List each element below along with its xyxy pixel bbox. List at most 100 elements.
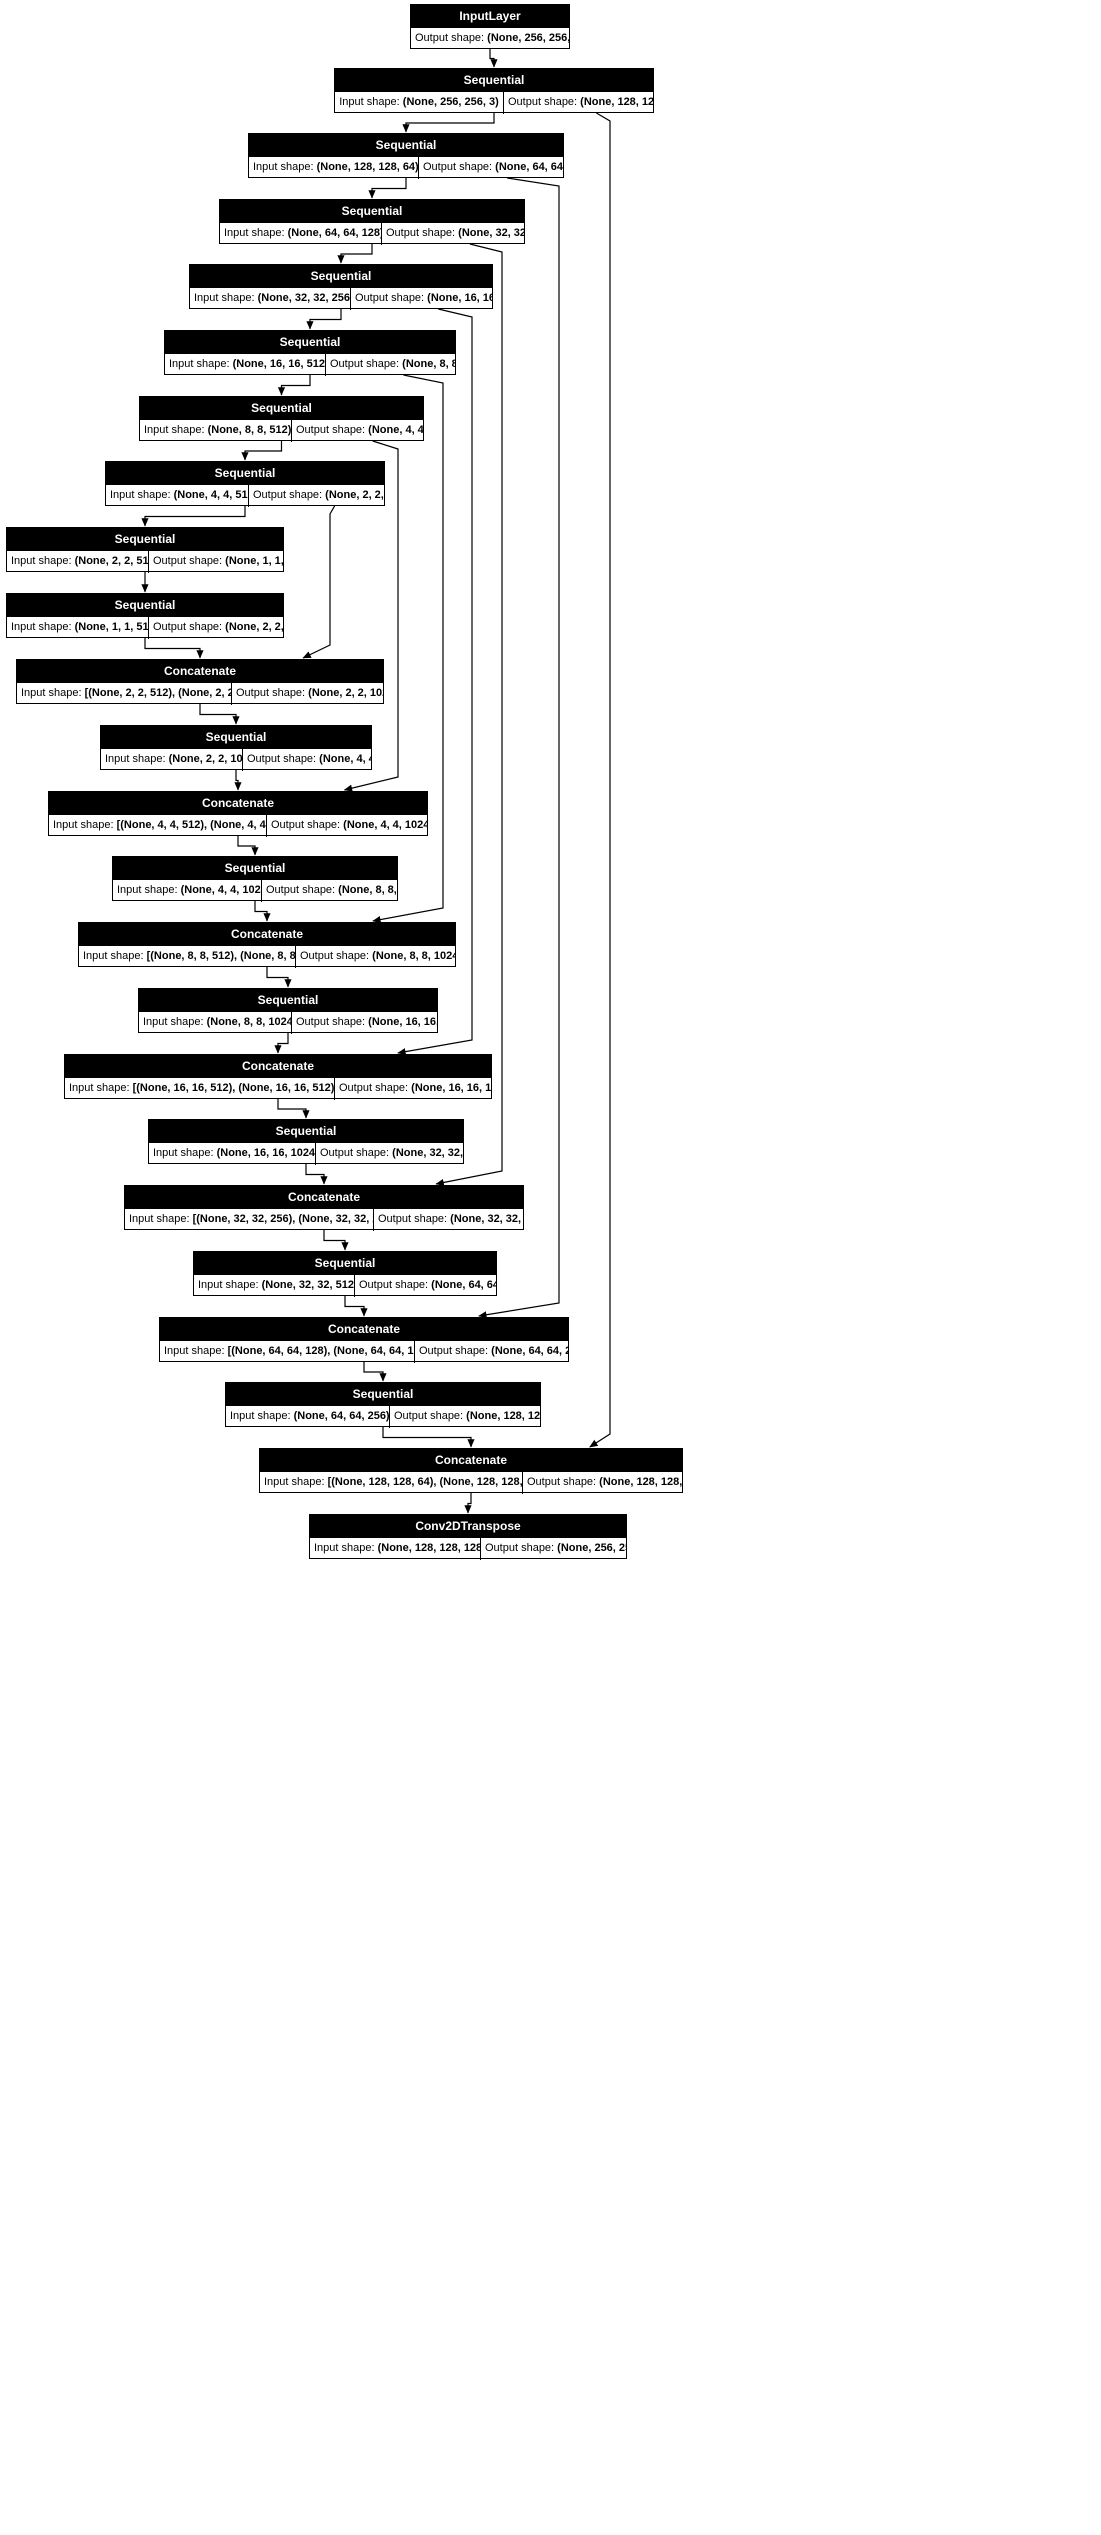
node-input-shape: Input shape: (None, 32, 32, 512)	[194, 1275, 355, 1297]
node-title: Concatenate	[49, 792, 427, 815]
node-shape-row: Input shape: (None, 64, 64, 256)Output s…	[226, 1406, 540, 1428]
graph-edge	[368, 178, 407, 199]
graph-edge	[464, 1493, 472, 1514]
node-title: Sequential	[249, 134, 563, 157]
node-title: Concatenate	[125, 1186, 523, 1209]
node-output-shape: Output shape: (None, 32, 32, 256)	[320, 1147, 463, 1159]
graph-edge	[254, 901, 271, 922]
node-input-shape: Input shape: (None, 128, 128, 64)	[249, 157, 419, 179]
graph-edge	[274, 1033, 289, 1054]
node-shape-row: Input shape: (None, 128, 128, 64) Output …	[249, 157, 563, 179]
node-input-shape: Input shape: (None, 8, 8, 1024)	[139, 1012, 292, 1034]
node-title: Concatenate	[260, 1449, 682, 1472]
graph-edge	[435, 243, 503, 1187]
node-title: Sequential	[194, 1252, 496, 1275]
node-shape-row: Input shape: (None, 128, 128, 128)Output…	[310, 1538, 626, 1560]
node-output-shape: Output shape: (None, 32, 32, 512)	[378, 1213, 523, 1225]
node-output-shape: Output shape: (None, 128, 128, 64)	[508, 96, 653, 108]
node-shape-row: Input shape: (None, 8, 8, 512) Output sha…	[140, 420, 423, 442]
node-title: Sequential	[220, 200, 524, 223]
node-shape-row: Input shape: (None, 2, 2, 1024)Output sh…	[101, 749, 371, 771]
node-shape-row: Input shape: [(None, 4, 4, 512), (None, …	[49, 815, 427, 837]
node-input-shape: Input shape: [(None, 32, 32, 256), (None…	[125, 1209, 374, 1231]
node-output-shape: Output shape: (None, 16, 16, 1024)	[339, 1082, 491, 1094]
graph-edge	[234, 770, 242, 791]
node-title: Sequential	[7, 594, 283, 617]
node-output-shape: Output shape: (None, 2, 2, 512)	[153, 621, 283, 633]
node-output-shape: Output shape: (None, 1, 1, 512)	[153, 555, 283, 567]
graph-edge	[306, 309, 342, 330]
graph-edge	[302, 505, 336, 659]
node-shape-row: Input shape: (None, 1, 1, 512)Output sha…	[7, 617, 283, 639]
node-output-shape: Output shape: (None, 64, 64, 128)	[359, 1279, 496, 1291]
node-output-shape: Output shape: (None, 4, 4, 512)	[247, 753, 371, 765]
graph-edge	[363, 1362, 387, 1382]
node-output-shape: Output shape: (None, 4, 4, 1024)	[271, 819, 427, 831]
node-input-shape: Input shape: [(None, 8, 8, 512), (None, …	[79, 946, 296, 968]
node-title: Sequential	[139, 989, 437, 1012]
graph-edge	[372, 374, 444, 924]
node-input-shape: Input shape: [(None, 16, 16, 512), (None…	[65, 1078, 335, 1100]
node-output-shape: Output shape: (None, 2, 2, 512)	[253, 489, 384, 501]
node-title: Sequential	[101, 726, 371, 749]
node-shape-row: Input shape: (None, 16, 16, 512) Output s…	[165, 354, 455, 376]
node-output-shape: Output shape: (None, 128, 128, 128)	[527, 1476, 682, 1488]
node-shape-row: Input shape: [(None, 64, 64, 128), (None…	[160, 1341, 568, 1363]
node-shape-row: Input shape: (None, 32, 32, 512) Output s…	[194, 1275, 496, 1297]
node-output-shape: Output shape: (None, 16, 16, 512)	[296, 1016, 437, 1028]
node-input-shape: Input shape: (None, 2, 2, 512)	[7, 551, 149, 573]
node-title: Concatenate	[79, 923, 455, 946]
node-title: Sequential	[113, 857, 397, 880]
graph-edge	[382, 1427, 475, 1448]
node-input-shape: Input shape: (None, 32, 32, 256)	[190, 288, 351, 310]
graph-edge	[305, 1164, 328, 1185]
node-shape-row: Input shape: [(None, 128, 128, 64), (Non…	[260, 1472, 682, 1494]
graph-edge	[589, 112, 611, 1448]
node-shape-row: Input shape: (None, 256, 256, 3)Output s…	[335, 92, 653, 114]
node-output-shape: Output shape: (None, 8, 8, 512)	[266, 884, 397, 896]
graph-edge	[323, 1230, 349, 1251]
node-title: Concatenate	[65, 1055, 491, 1078]
node-output-shape: Output shape: (None, 4, 4, 512)	[296, 424, 423, 436]
node-input-shape: Input shape: (None, 16, 16, 512)	[165, 354, 326, 376]
node-shape-row: Input shape: (None, 4, 4, 1024) Output sh…	[113, 880, 397, 902]
node-input-shape: Input shape: (None, 8, 8, 512)	[140, 420, 292, 442]
node-shape-row: Input shape: [(None, 2, 2, 512), (None, …	[17, 683, 383, 705]
node-shape-row: Input shape: (None, 8, 8, 1024) Output sh…	[139, 1012, 437, 1034]
node-output-shape: Output shape: (None, 2, 2, 1024)	[236, 687, 383, 699]
node-input-shape: Input shape: [(None, 128, 128, 64), (Non…	[260, 1472, 523, 1494]
node-shape-row: Input shape: (None, 64, 64, 128) Output s…	[220, 223, 524, 245]
node-input-shape: Input shape: (None, 64, 64, 256)	[226, 1406, 390, 1428]
node-shape-row: Input shape: [(None, 16, 16, 512), (None…	[65, 1078, 491, 1100]
node-title: Sequential	[165, 331, 455, 354]
node-output-shape: Output shape: (None, 8, 8, 512)	[330, 358, 455, 370]
node-title: Sequential	[335, 69, 653, 92]
graph-edge	[344, 1296, 368, 1317]
graph-edge	[266, 967, 292, 988]
node-title: Sequential	[149, 1120, 463, 1143]
node-input-shape: Input shape: (None, 64, 64, 128)	[220, 223, 382, 245]
node-input-shape: Input shape: (None, 4, 4, 512)	[106, 485, 249, 507]
node-input-shape: Input shape: (None, 4, 4, 1024)	[113, 880, 262, 902]
node-input-shape: Input shape: (None, 16, 16, 1024)	[149, 1143, 316, 1165]
node-output-shape: Output shape: (None, 32, 32, 256)	[386, 227, 524, 239]
graph-edge	[144, 638, 204, 659]
node-output-shape: Output shape: (None, 64, 64, 128)	[423, 161, 563, 173]
node-title: Sequential	[226, 1383, 540, 1406]
